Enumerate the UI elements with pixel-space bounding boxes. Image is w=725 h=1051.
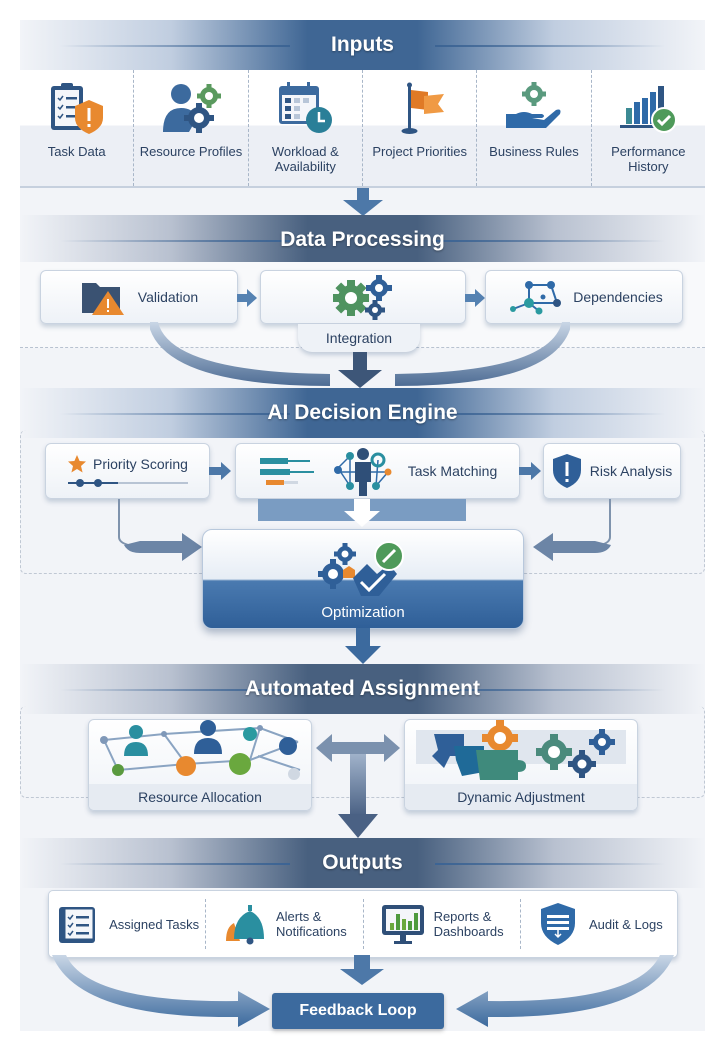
bell-icon: [225, 905, 264, 945]
card-label: Integration: [325, 330, 393, 346]
card-dependencies: Dependencies: [485, 270, 683, 324]
feedback-flow-arrows: [52, 955, 674, 1027]
output-label: Reports & Dashboards: [433, 909, 504, 939]
input-business-rules: Business Rules: [477, 70, 592, 186]
input-label: Business Rules: [489, 144, 579, 159]
score-slider-icon: [67, 479, 188, 487]
person-network-icon: [333, 448, 392, 496]
task-bars-icon: [259, 458, 314, 485]
card-label: Risk Analysis: [589, 463, 673, 479]
checklist-icon: [59, 907, 96, 943]
shield-alert-icon: [552, 454, 581, 488]
optimization-gears-check-icon: [318, 541, 404, 596]
section-title: Inputs: [331, 33, 394, 56]
output-reports-dashboards: Reports & Dashboards: [364, 899, 521, 949]
monitor-chart-icon: [381, 905, 424, 944]
section-header-data-processing: Data Processing: [20, 215, 705, 265]
card-priority-scoring: Priority Scoring: [45, 443, 210, 499]
card-resource-allocation: Resource Allocation: [88, 719, 312, 811]
optimization-box: Optimization: [202, 529, 524, 629]
outputs-row: Assigned Tasks Alerts & Notifications Re…: [48, 890, 678, 958]
card-task-matching: Task Matching: [235, 443, 520, 499]
resource-network-icon: [100, 720, 301, 780]
integration-label-tab: Integration: [298, 324, 420, 352]
input-label: Workload & Availability: [271, 144, 339, 174]
section-header-automated-assignment: Automated Assignment: [20, 664, 705, 714]
section-header-inputs: Inputs: [20, 20, 705, 70]
risk-to-optimization-arrow: [533, 499, 611, 561]
input-label: Task Data: [47, 144, 106, 159]
card-validation: Validation: [40, 270, 238, 324]
flow-arrow-right: [465, 289, 485, 307]
input-workload-availability: Workload & Availability: [249, 70, 363, 186]
star-icon: [68, 455, 87, 473]
output-label: Assigned Tasks: [109, 916, 200, 932]
optimization-label: Optimization: [321, 604, 405, 621]
input-label: Project Priorities: [372, 144, 467, 159]
inputs-row: Task Data Resource Profiles Workload & A…: [20, 70, 705, 188]
section-header-outputs: Outputs: [20, 838, 705, 888]
card-label: Validation: [137, 289, 199, 305]
flow-arrow-right: [209, 462, 231, 480]
section-title: Outputs: [322, 851, 403, 874]
card-risk-analysis: Risk Analysis: [543, 443, 681, 499]
input-label: Performance History: [611, 144, 686, 174]
input-project-priorities: Project Priorities: [363, 70, 478, 186]
output-alerts-notifications: Alerts & Notifications: [206, 899, 364, 949]
card-label: Dynamic Adjustment: [457, 789, 585, 805]
feedback-loop-box: Feedback Loop: [272, 993, 444, 1029]
section-title: AI Decision Engine: [267, 401, 458, 424]
card-dynamic-adjustment: Dynamic Adjustment: [404, 719, 638, 811]
output-label: Alerts & Notifications: [275, 909, 347, 939]
folder-warning-icon: [81, 283, 124, 315]
output-audit-logs: Audit & Logs: [521, 899, 677, 949]
flag-icon: [401, 82, 444, 134]
user-gear-icon: [162, 84, 221, 133]
section-header-ai-decision-engine: AI Decision Engine: [20, 388, 705, 438]
network-nodes-icon: [510, 281, 562, 315]
priority-to-optimization-arrow: [118, 499, 202, 561]
clipboard-warning-icon: [50, 83, 103, 134]
flow-arrow-right: [519, 462, 541, 480]
section-title: Data Processing: [280, 228, 445, 251]
gears-icon: [333, 275, 392, 320]
feedback-loop-label: Feedback Loop: [299, 1002, 417, 1019]
bidirectional-down-arrow: [316, 734, 400, 838]
flow-arrow-down: [344, 499, 380, 527]
card-label: Priority Scoring: [93, 456, 188, 472]
flow-arrow-right: [237, 289, 257, 307]
bar-chart-check-icon: [620, 86, 678, 133]
flow-arrow-down: [345, 628, 381, 664]
card-integration-icon-box: [260, 270, 466, 324]
output-assigned-tasks: Assigned Tasks: [49, 899, 207, 949]
converging-flow-arrows: [150, 322, 570, 388]
puzzle-gears-icon: [416, 720, 626, 780]
shield-log-icon: [541, 903, 576, 945]
input-resource-profiles: Resource Profiles: [134, 70, 249, 186]
flow-arrow-down: [343, 188, 383, 216]
card-label: Dependencies: [573, 289, 663, 305]
card-label: Resource Allocation: [138, 789, 262, 805]
input-task-data: Task Data: [20, 70, 135, 186]
section-title: Automated Assignment: [245, 677, 480, 700]
input-label: Resource Profiles: [139, 144, 243, 159]
calendar-clock-icon: [279, 82, 333, 133]
card-label: Task Matching: [407, 463, 498, 479]
input-performance-history: Performance History: [592, 70, 705, 186]
output-label: Audit & Logs: [589, 916, 663, 932]
hand-gear-icon: [505, 82, 561, 128]
